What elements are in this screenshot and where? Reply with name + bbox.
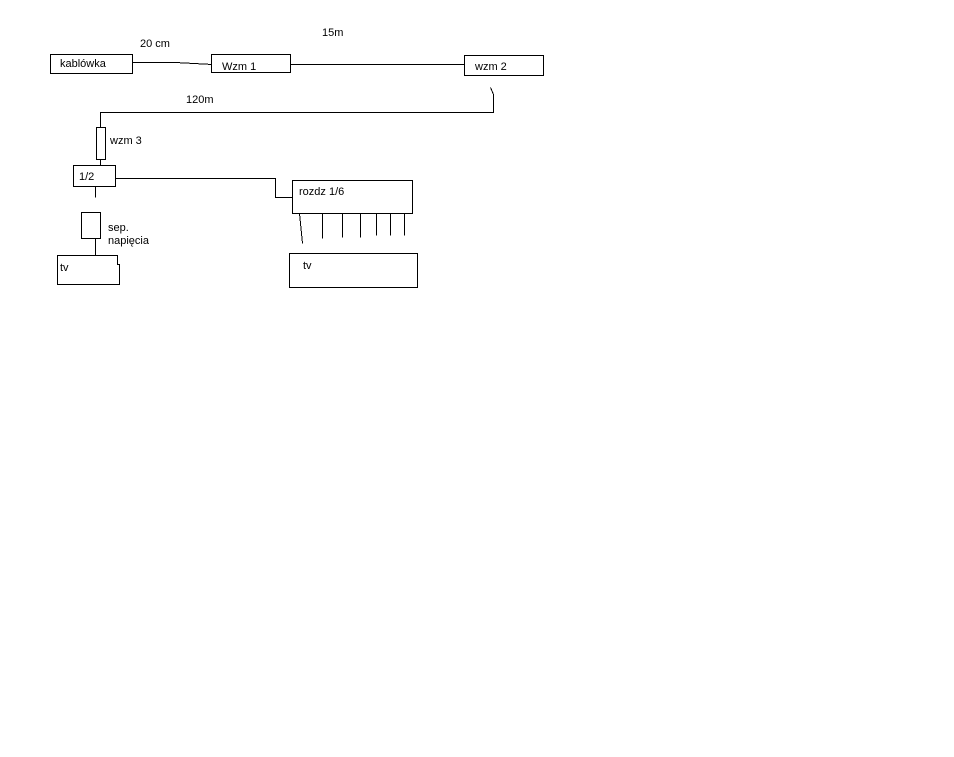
wzm2-label: wzm 2 [474, 61, 507, 73]
length-15m-label: 15m [322, 27, 343, 39]
wzm3-box [96, 127, 106, 160]
link-kablowka-wzm1 [132, 62, 213, 65]
kablowka-box [50, 54, 133, 74]
wzm1-label: Wzm 1 [222, 61, 256, 73]
link-split-rozdz [115, 178, 293, 198]
wzm2-box [464, 55, 544, 76]
wzm1-box [211, 54, 291, 73]
separator-box [81, 212, 101, 239]
link-wzm2-wzm3 [100, 87, 494, 128]
length-120m-label: 120m [186, 94, 214, 106]
tv-left-box [57, 255, 120, 285]
kablowka-label: kablówka [60, 58, 107, 70]
wzm3-label: wzm 3 [109, 135, 142, 147]
rozdz-output-1 [299, 213, 303, 244]
rozdz-label: rozdz 1/6 [299, 186, 344, 198]
length-20cm-label: 20 cm [140, 38, 170, 50]
split-half-box [73, 165, 116, 187]
tv-left-label: tv [60, 262, 69, 274]
separator-label-line2: napięcia [108, 235, 150, 247]
separator-label-line1: sep. [108, 222, 129, 234]
split-half-label: 1/2 [79, 171, 94, 183]
tv-right-label: tv [303, 260, 312, 272]
tv-right-box [289, 253, 418, 288]
rozdz-box [292, 180, 413, 214]
